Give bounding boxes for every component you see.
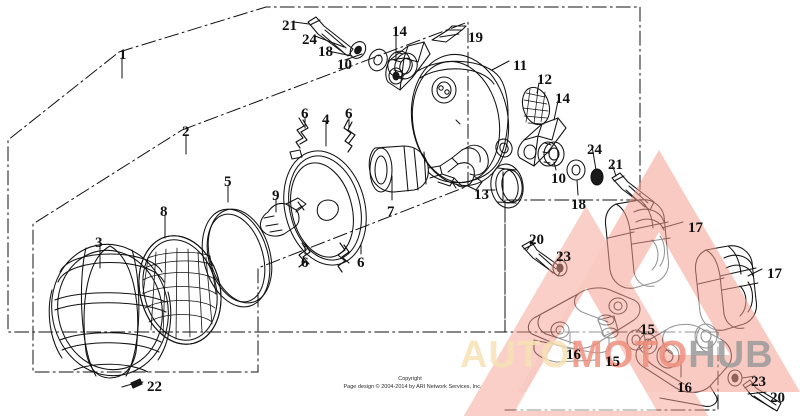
callout-21-screw-b: 21 [608,157,623,173]
watermark-hub: HUB [688,334,774,376]
callout-5-lens-gasket: 5 [224,174,232,190]
part-12-rubber-cushion [521,86,551,126]
part-10-nut-right [537,141,565,167]
part-14-mount-bracket-top [385,41,431,91]
part-7-bulb-socket-assembly [368,145,483,193]
callout-12-rubber-cushion: 12 [537,72,552,88]
callout-6-spring-clip-c: 6 [301,255,309,271]
part-21-screw-top [307,16,354,57]
callout-11-headlight-housing: 11 [513,58,528,74]
callout-10-nut-a: 10 [337,57,352,73]
part-2-reflector-unit [283,149,367,266]
callout-7-bulb-socket: 7 [387,204,395,220]
watermark-auto: AUTO [460,334,571,376]
callout-16-stay-bracket-b: 16 [677,380,692,396]
callout-20-bolt-a: 20 [529,232,544,248]
callout-24-lock-washer-a: 24 [302,32,317,48]
callout-15-collar-b: 15 [605,354,620,370]
copyright-line-2: Page design © 2004-2014 by ARI Network S… [343,384,482,390]
watermark-triangle [463,150,800,416]
callout-2-inner-group: 2 [182,124,190,140]
callout-1-outer-group: 1 [119,47,127,63]
callout-18-washer-a: 18 [318,44,333,60]
copyright-line-1: Copyright [398,376,422,382]
callout-6-spring-clip-b: 6 [345,106,353,122]
callout-16-stay-bracket-a: 16 [566,347,581,363]
callout-21-screw-a: 21 [282,18,297,34]
callout-6-spring-clip-d: 6 [357,255,365,271]
callout-18-washer-b: 18 [571,197,586,213]
callout-6-spring-clip-a: 6 [301,106,309,122]
callout-4-retaining-screw: 4 [322,112,330,128]
part-19-spring-plate [431,25,467,43]
callout-15-collar-a: 15 [640,322,655,338]
part-24-lock-washer-right [590,168,604,186]
callout-8-headlight-lens: 8 [160,204,168,220]
part-14-mount-bracket-right [517,117,567,167]
callout-19-spring-plate: 19 [468,30,483,46]
part-8-headlight-lens [138,235,222,345]
callout-23-nut-b: 23 [751,374,766,390]
callout-13-wire-grommet: 13 [474,187,489,203]
callout-17-fork-clamp-b: 17 [767,266,782,282]
callout-10-nut-b: 10 [551,171,566,187]
callout-14-mount-bracket-a: 14 [392,24,407,40]
callout-20-bolt-b: 20 [770,390,785,406]
callout-9-position-bulb: 9 [272,188,280,204]
callout-14-mount-bracket-b: 14 [555,91,570,107]
group-boundary-outer [7,6,641,333]
callout-23-nut-a: 23 [556,249,571,265]
part-5-lens-gasket-ring [201,208,273,308]
part-18-washer-right [566,159,586,181]
group-boundary-inner [32,21,469,373]
part-13-wire-grommet [490,163,524,209]
part-18-washer-top [368,48,388,72]
watermark-moto: MOTO [570,334,689,376]
callout-3-grille-guard: 3 [95,235,103,251]
part-11-headlight-housing [410,53,513,189]
callout-22-mounting-screw: 22 [147,379,162,395]
callout-24-lock-washer-b: 24 [587,142,602,158]
watermark-text: AUTOMOTOHUB [460,334,774,377]
part-6-spring-clips [295,117,356,273]
part-3-grille-guard [48,243,172,379]
part-9-position-bulb [259,197,307,237]
callout-17-fork-clamp-a: 17 [688,220,703,236]
